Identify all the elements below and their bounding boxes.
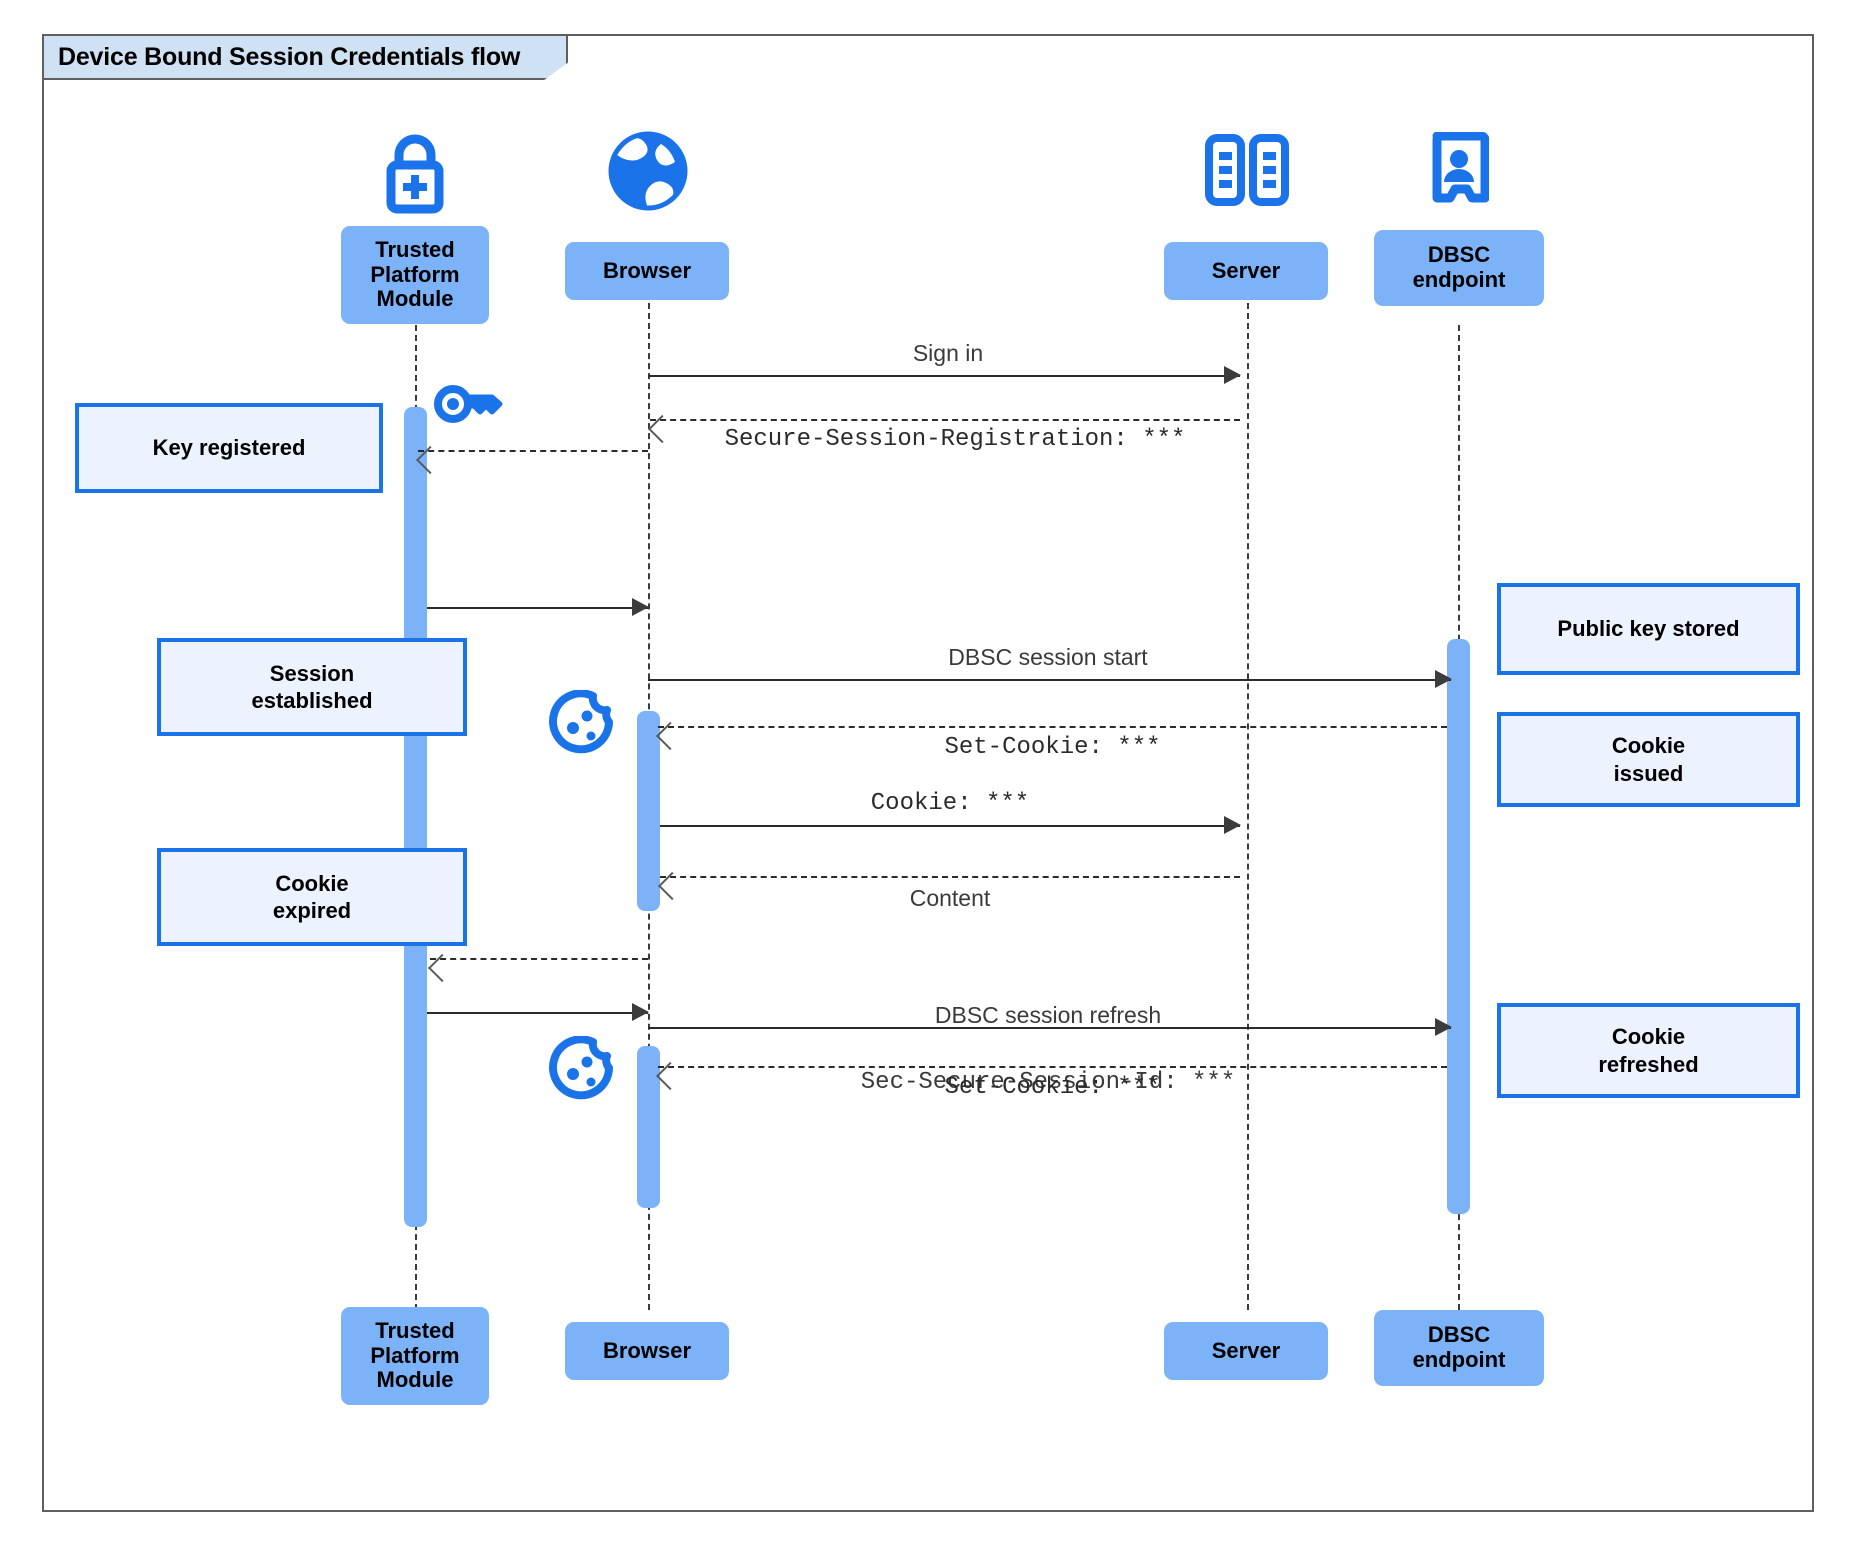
message-label-m1: Sign in (912, 340, 984, 366)
participant-browser-bottom[interactable]: Browser (565, 1322, 729, 1380)
activation-dbsc (1447, 639, 1470, 1214)
note-session-established: Session established (157, 638, 467, 736)
message-label-m12: Set-Cookie: *** (944, 1074, 1161, 1101)
note-key-registered: Key registered (75, 403, 383, 493)
message-label-m8: Content (909, 885, 991, 911)
participant-dbsc-top[interactable]: DBSC endpoint (1374, 230, 1544, 306)
diagram-title: Device Bound Session Credentials flow (42, 34, 568, 80)
lifeline-server (1247, 283, 1249, 1310)
note-cookie-expired: Cookie expired (157, 848, 467, 946)
note-cookie-refreshed: Cookie refreshed (1497, 1003, 1800, 1098)
participant-server-bottom[interactable]: Server (1164, 1322, 1328, 1380)
participant-tpm-top[interactable]: Trusted Platform Module (341, 226, 489, 324)
activation-browser-1 (637, 711, 660, 911)
globe-icon (605, 128, 691, 214)
cookie-icon-2 (547, 1036, 615, 1104)
participant-server-top[interactable]: Server (1164, 242, 1328, 300)
note-public-key-stored: Public key stored (1497, 583, 1800, 675)
message-label-m11-line2: Sec-Secure-Session-Id: *** (860, 1069, 1236, 1097)
participant-tpm-bottom[interactable]: Trusted Platform Module (341, 1307, 489, 1405)
server-racks-icon (1205, 134, 1289, 206)
message-label-m11: DBSC session refresh Sec-Secure-Session-… (648, 962, 1448, 1136)
cookie-icon-1 (547, 690, 615, 758)
padlock-plus-icon (373, 129, 457, 215)
message-label-m11-line1: DBSC session refresh (934, 1002, 1162, 1029)
note-cookie-issued: Cookie issued (1497, 712, 1800, 807)
message-label-m6: Set-Cookie: *** (944, 734, 1161, 761)
activation-tpm (404, 407, 427, 1227)
participant-dbsc-bottom[interactable]: DBSC endpoint (1374, 1310, 1544, 1386)
participant-browser-top[interactable]: Browser (565, 242, 729, 300)
id-badge-person-icon (1429, 132, 1489, 206)
message-label-m7: Cookie: *** (870, 790, 1030, 817)
message-label-m5: DBSC session start (948, 644, 1148, 670)
key-icon (432, 381, 510, 427)
message-label-m2: Secure-Session-Registration: *** (724, 426, 1186, 453)
activation-browser-2 (637, 1046, 660, 1208)
